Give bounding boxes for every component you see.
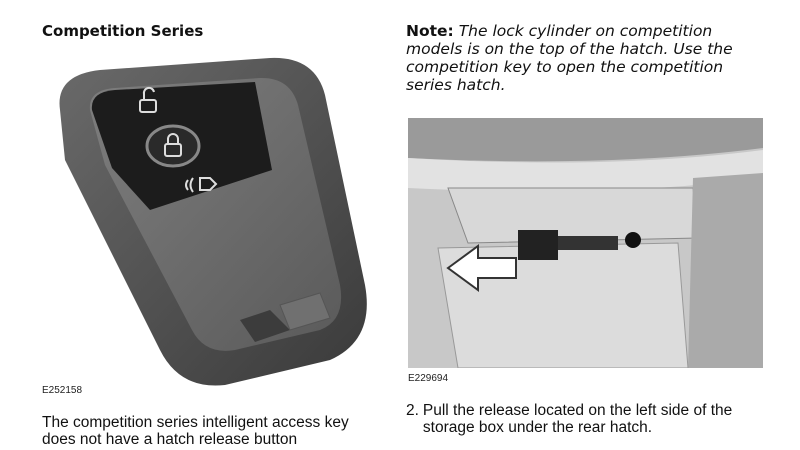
figure-code-right: E229694 xyxy=(408,373,449,384)
unlock-icon xyxy=(139,86,157,113)
instruction-step: 2. Pull the release located on the left … xyxy=(406,402,776,436)
arrow-left-icon xyxy=(446,244,517,292)
step-number: 2. xyxy=(406,402,419,419)
release-handle xyxy=(518,230,641,260)
lock-icon xyxy=(145,124,201,168)
step-text: Pull the release located on the left sid… xyxy=(422,402,733,436)
hatch-release-photo xyxy=(408,118,763,368)
note-label: Note: xyxy=(406,22,454,40)
remote-start-icon xyxy=(185,177,218,193)
key-fob-illustration xyxy=(59,57,367,386)
section-heading: Competition Series xyxy=(42,22,204,40)
figure-caption: The competition series intelligent acces… xyxy=(42,414,349,448)
note-text: The lock cylinder on competition models … xyxy=(406,22,733,94)
figure-code-left: E252158 xyxy=(42,385,83,396)
note: Note: The lock cylinder on competition m… xyxy=(406,22,766,94)
